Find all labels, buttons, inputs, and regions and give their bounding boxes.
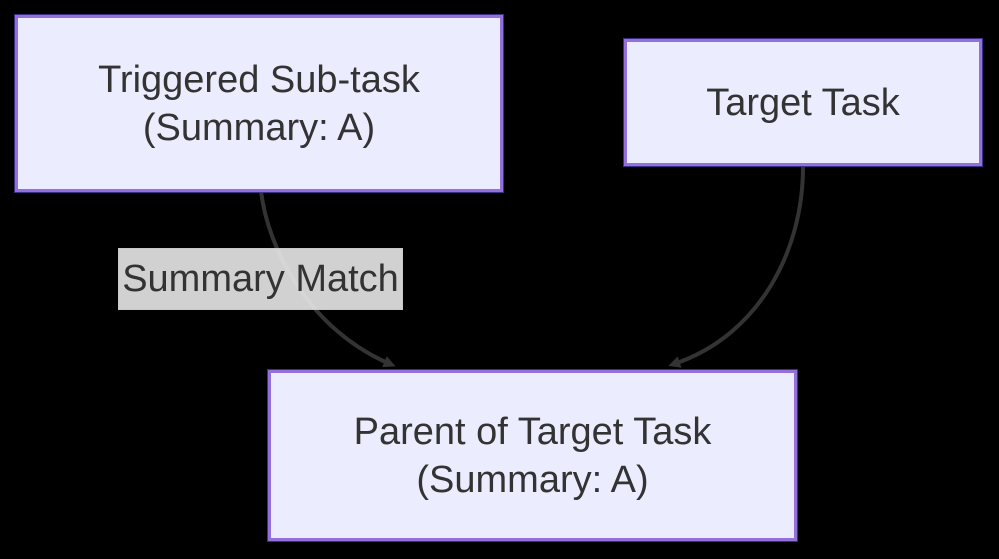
node-label-line: (Summary: A) bbox=[416, 458, 649, 501]
node-label-line: Parent of Target Task bbox=[353, 410, 712, 453]
edge-label-text: Summary Match bbox=[122, 258, 399, 300]
node-label-line: Triggered Sub-task bbox=[98, 58, 420, 101]
node-triggered-subtask: Triggered Sub-task (Summary: A) bbox=[14, 14, 504, 193]
node-parent-of-target-task: Parent of Target Task (Summary: A) bbox=[267, 369, 798, 542]
node-label-line: (Summary: A) bbox=[142, 106, 376, 149]
node-label-line: Target Task bbox=[706, 81, 900, 124]
node-target-task: Target Task bbox=[623, 38, 983, 167]
edge-label-summary-match: Summary Match bbox=[118, 248, 403, 310]
edge-target-to-parent bbox=[668, 166, 805, 368]
